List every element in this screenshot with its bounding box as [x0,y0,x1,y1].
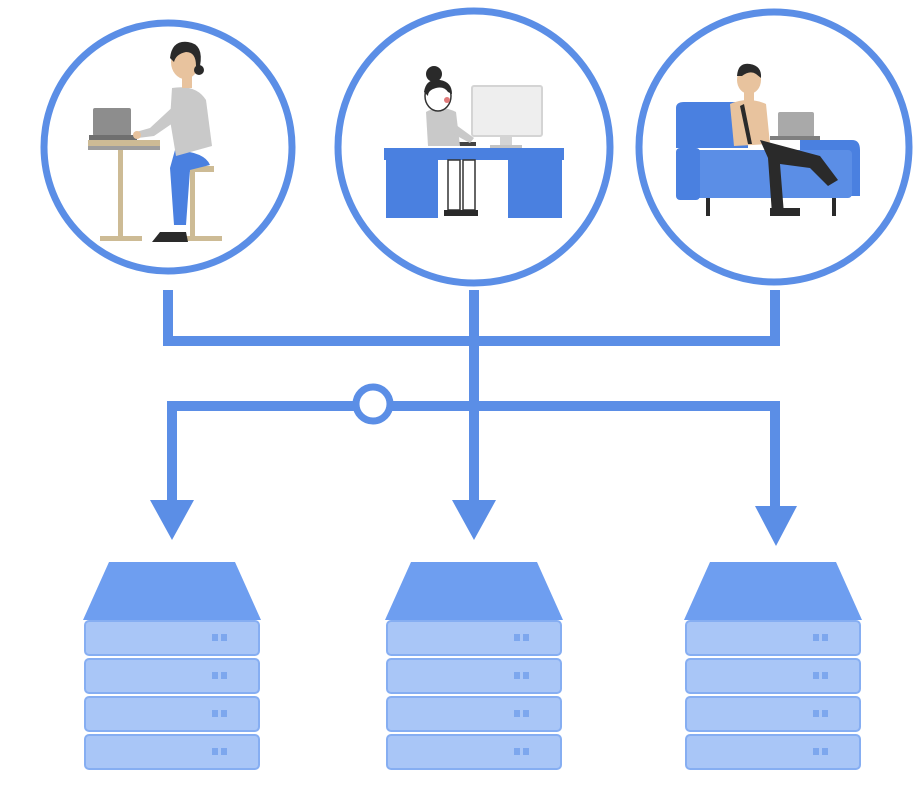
server-unit [386,696,562,732]
arrow-head-middle [452,500,496,540]
server-indicator-icon [221,672,227,679]
server-indicator-icon [212,634,218,641]
person-office-icon [384,66,564,218]
arrow-heads [150,500,797,546]
server-indicator-icon [813,634,819,641]
server-indicator-icon [212,748,218,755]
arrow-head-left [150,500,194,540]
person-sofa-icon [676,63,860,216]
server-indicator-icon [514,634,520,641]
distribution-line-right [392,401,780,508]
server-indicator-icon [221,748,227,755]
server-indicator-icon [212,710,218,717]
server-stacks [83,562,862,770]
server-unit [84,658,260,694]
server-indicator-icon [523,634,529,641]
person-desk-icon [88,41,222,242]
server-indicator-icon [523,710,529,717]
connector-lines [163,290,780,508]
server-unit [386,620,562,656]
arrow-head-right [755,506,797,546]
server-unit [685,696,861,732]
server-unit [386,658,562,694]
server-stack-icon [83,562,261,770]
server-top [83,562,261,620]
server-unit [84,620,260,656]
server-unit [84,734,260,770]
server-indicator-icon [221,634,227,641]
server-indicator-icon [514,748,520,755]
server-indicator-icon [514,710,520,717]
user-circle-2 [334,7,614,287]
server-top [385,562,563,620]
server-indicator-icon [221,710,227,717]
user-circle-1 [40,19,296,275]
server-unit [685,620,861,656]
distribution-line-left [167,401,354,502]
server-indicator-icon [523,748,529,755]
server-indicator-icon [813,672,819,679]
server-unit [386,734,562,770]
load-balancer-node-icon [352,383,394,425]
server-indicator-icon [813,748,819,755]
server-indicator-icon [514,672,520,679]
server-top [684,562,862,620]
server-indicator-icon [813,710,819,717]
server-indicator-icon [822,672,828,679]
server-indicator-icon [212,672,218,679]
server-unit [685,734,861,770]
server-indicator-icon [822,748,828,755]
server-stack-icon [684,562,862,770]
server-stack-icon [385,562,563,770]
server-unit [84,696,260,732]
server-indicator-icon [822,634,828,641]
server-indicator-icon [822,710,828,717]
server-indicator-icon [523,672,529,679]
server-unit [685,658,861,694]
